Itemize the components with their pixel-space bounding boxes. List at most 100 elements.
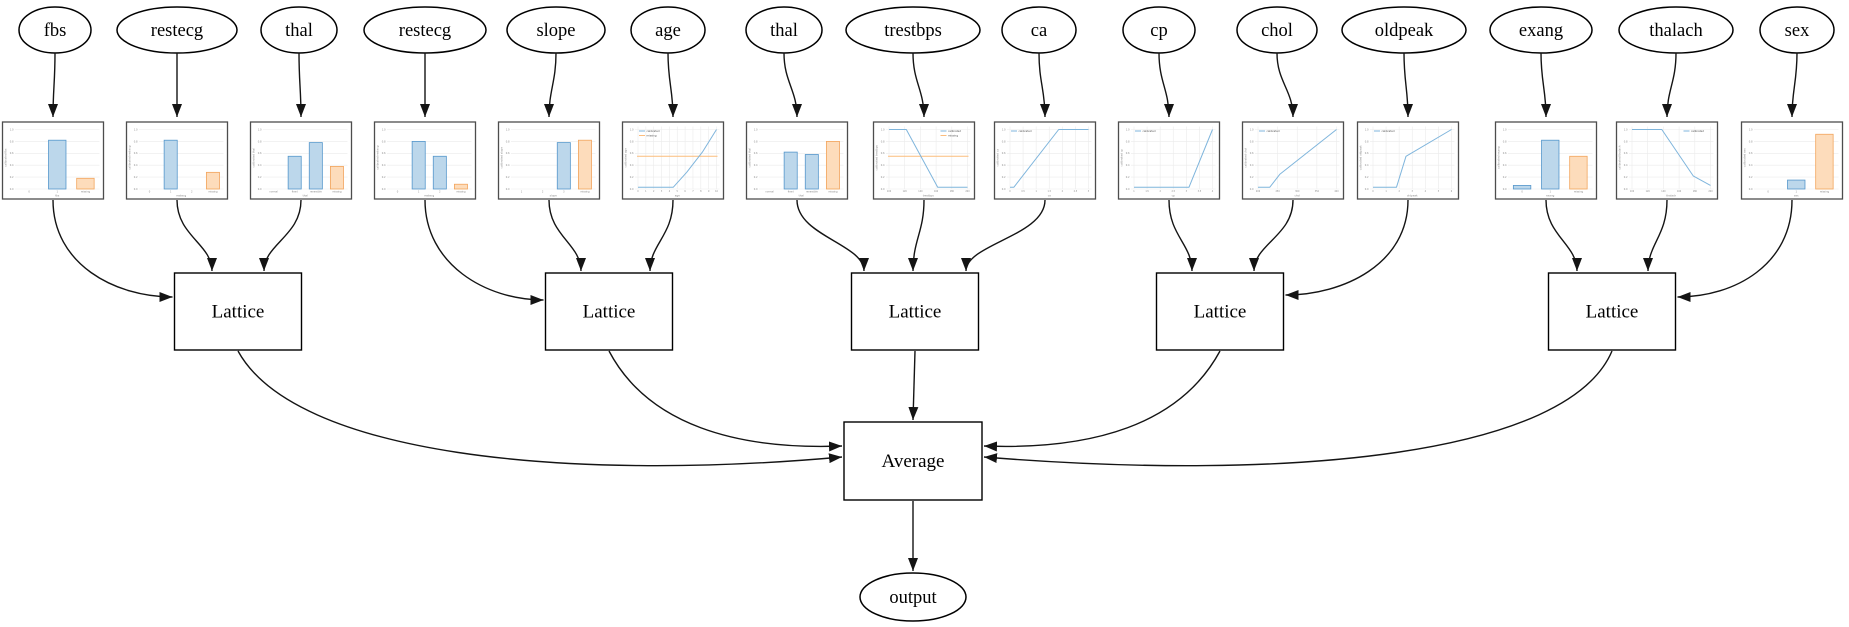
bar-fixed — [287, 155, 302, 190]
x-tick-label: 2 — [191, 190, 193, 193]
x-tick-label: missing — [828, 190, 838, 193]
y-tick-label: 0.0 — [1503, 188, 1507, 191]
x-tick-label: 1 — [170, 190, 172, 193]
y-tick-label: 0.2 — [258, 176, 262, 179]
y-tick-label: 0.6 — [630, 152, 634, 155]
y-tick-label: 1.0 — [1749, 128, 1753, 131]
y-tick-label: 0.6 — [1503, 152, 1507, 155]
bar-missing — [1815, 133, 1834, 190]
y-tick-label: 1.0 — [881, 128, 885, 131]
edge-feature-to-chart-6 — [783, 52, 802, 118]
x-tick-label: 1 — [1133, 190, 1135, 193]
edge-chart-to-lattice-4 — [548, 199, 586, 272]
feature-label: cp — [1150, 21, 1167, 41]
edge-chart-to-lattice-6 — [796, 199, 869, 272]
x-tick-label: 1 — [521, 190, 523, 193]
y-tick-label: 0.4 — [754, 164, 758, 167]
y-tick-label: 0.2 — [10, 176, 14, 179]
x-tick-label: reversible — [806, 190, 818, 193]
calibration-line — [889, 129, 968, 188]
feature-node-12-exang: exang — [1489, 6, 1593, 54]
x-tick-label: 2.5 — [1172, 190, 1176, 193]
x-tick-label: 2 — [1062, 190, 1064, 193]
edge-lattice-to-average-4 — [983, 350, 1613, 467]
lattice-label: Lattice — [583, 302, 636, 323]
x-tick-label: 6 — [1451, 190, 1453, 193]
y-tick-label: 1.0 — [10, 128, 14, 131]
lattice-node-0: Lattice — [173, 272, 303, 351]
edge-chart-to-lattice-5 — [645, 199, 674, 272]
x-axis-label: chol — [1294, 193, 1300, 197]
x-axis-label: ca — [1048, 193, 1051, 197]
edge-lattice-to-average-2 — [908, 350, 919, 421]
x-tick-label: 2 — [1159, 190, 1161, 193]
legend-label: calibrated — [1143, 129, 1156, 133]
y-tick-label: 0.8 — [1503, 140, 1507, 143]
feature-node-9-cp: cp — [1122, 6, 1196, 54]
y-tick-label: 0.2 — [1503, 176, 1507, 179]
y-tick-label: 0.0 — [630, 188, 634, 191]
y-tick-label: 0.4 — [1503, 164, 1507, 167]
bar-missing — [205, 171, 220, 190]
x-tick-label: 1 — [1549, 190, 1551, 193]
y-tick-label: 0.6 — [1002, 152, 1006, 155]
x-tick-label: 9 — [708, 190, 710, 193]
x-tick-label: 2 — [439, 190, 441, 193]
y-tick-label: 0.8 — [630, 140, 634, 143]
x-tick-label: 120 — [903, 190, 908, 193]
x-tick-label: 0 — [397, 190, 399, 193]
bar-fixed — [783, 151, 798, 190]
x-tick-label: 7 — [692, 190, 694, 193]
edge-feature-to-chart-2 — [295, 52, 306, 118]
x-tick-label: 2 — [653, 190, 655, 193]
y-tick-label: 0.2 — [630, 176, 634, 179]
lattice-node-2: Lattice — [850, 272, 980, 351]
y-tick-label: 0.8 — [1126, 140, 1130, 143]
x-axis-label: thalach — [1666, 193, 1676, 197]
bar-1 — [163, 139, 178, 190]
lattice-node-1: Lattice — [544, 272, 674, 351]
edge-chart-to-lattice-1 — [176, 199, 217, 272]
feature-label: oldpeak — [1375, 21, 1434, 41]
x-axis-label: oldpeak — [1407, 193, 1418, 197]
feature-label: chol — [1261, 21, 1293, 41]
y-tick-label: 0.0 — [1250, 188, 1254, 191]
y-tick-label: 0.0 — [382, 188, 386, 191]
bar-reversible — [804, 154, 819, 190]
x-tick-label: 120 — [1646, 190, 1651, 193]
edge-feature-to-chart-0 — [48, 52, 59, 118]
feature-label: fbs — [44, 21, 67, 41]
feature-label: thalach — [1649, 21, 1702, 41]
x-tick-label: missing — [456, 190, 466, 193]
edge-chart-to-lattice-13 — [1643, 199, 1668, 272]
calibration-line — [638, 129, 717, 188]
calibration-line — [1373, 129, 1452, 188]
y-tick-label: 0.8 — [1002, 140, 1006, 143]
legend-label: missing — [948, 133, 958, 137]
calibration-line — [1632, 129, 1711, 186]
y-tick-label: 0.6 — [1624, 152, 1628, 155]
x-tick-label: 5 — [677, 190, 679, 193]
y-tick-label: 0.0 — [258, 188, 262, 191]
x-tick-label: missing — [1574, 190, 1584, 193]
y-tick-label: 0.0 — [134, 188, 138, 191]
x-axis-label: sex — [1794, 193, 1799, 197]
y-tick-label: 1.0 — [754, 128, 758, 131]
edge-chart-to-lattice-7 — [908, 199, 925, 272]
y-tick-label: 0.8 — [754, 140, 758, 143]
bar-missing — [76, 177, 95, 190]
x-tick-label: 140 — [1661, 190, 1666, 193]
y-tick-label: 0.4 — [1250, 164, 1254, 167]
x-axis-label: slope — [550, 193, 557, 197]
x-tick-label: 6 — [684, 190, 686, 193]
feature-node-14-sex: sex — [1759, 6, 1835, 54]
y-tick-label: 1.0 — [506, 128, 510, 131]
x-tick-label: fixed — [788, 190, 794, 193]
y-tick-label: 0.4 — [10, 164, 14, 167]
x-tick-label: 0 — [637, 190, 639, 193]
y-tick-label: 0.0 — [881, 188, 885, 191]
feature-label: ca — [1031, 21, 1047, 41]
